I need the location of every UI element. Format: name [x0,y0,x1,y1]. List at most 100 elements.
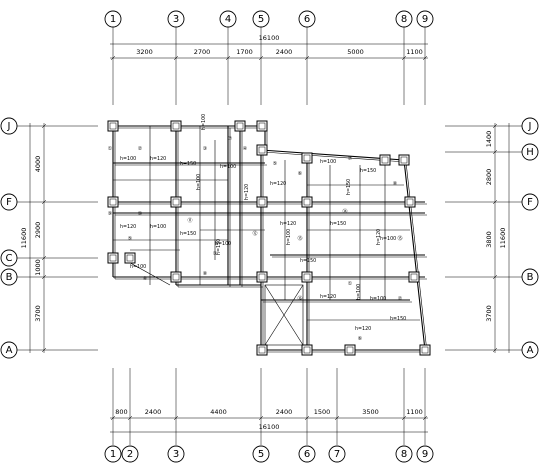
member-tag-15: ⑯ [297,295,302,302]
column-core-0 [109,122,117,130]
bottom-dim-tick [334,415,340,421]
column-12 [404,196,416,208]
column-core-20 [303,346,311,354]
column-core-8 [109,198,117,206]
column-9 [170,196,182,208]
slab-label-8: h=100 [150,224,166,230]
top-axis-bubble-5 [252,10,270,28]
member-tag-22: ⑦ [228,136,233,142]
slab-label-vertical-1: h=120 [244,184,250,200]
column-core-9 [172,198,180,206]
top-dim-tick [401,55,407,61]
left-axis-bubble-J [0,117,18,135]
left-total-dim: 11600 [20,228,28,249]
right-axis-bubble-J [521,117,539,135]
column-core-4 [258,146,266,154]
slab-label-12: h=150 [330,221,346,227]
member-tag-1: ② [138,146,143,152]
column-11 [301,196,313,208]
column-core-13 [109,254,117,262]
bottom-axis-label-6: 6 [304,449,310,460]
bottom-axis-bubble-2 [121,445,139,463]
bottom-dim-6: 1100 [406,408,423,416]
opening-rect [264,284,304,346]
member-tag-3: ④ [243,146,248,152]
slab-label-vertical-3: h=150 [346,179,352,195]
column-0 [107,120,119,132]
slab-label-2: h=150 [180,161,196,167]
bottom-axis-bubble-9 [416,445,434,463]
bottom-dim-2: 4400 [210,408,227,416]
left-axis-label-B: B [6,272,13,283]
slab-label-4: h=120 [270,181,286,187]
slab-label-9: h=150 [180,231,196,237]
bottom-axis-bubble-3 [167,445,185,463]
slab-label-5: h=100 [320,159,336,165]
top-dim-2: 1700 [236,48,253,56]
slab-label-vertical-0: h=100 [196,174,202,190]
member-tag-12: ⑬ [297,235,302,242]
right-dim-tick [492,274,498,280]
left-axis-bubble-B [0,268,18,286]
column-core-14 [126,254,134,262]
slab-label-vertical-4: h=120 [376,229,382,245]
slab-label-13: h=100 [380,236,396,242]
right-axis-label-J: J [528,121,532,132]
bottom-total-dim: 16100 [259,423,280,431]
column-core-1 [172,122,180,130]
column-13 [107,252,119,264]
bottom-axis-label-9: 9 [422,449,428,460]
column-core-21 [421,346,429,354]
left-axis-bubble-A [0,341,18,359]
bottom-dim-4: 1500 [314,408,331,416]
column-core-16 [258,273,266,281]
bottom-dim-1: 2400 [145,408,162,416]
right-dim-1: 2800 [485,169,493,186]
right-axis-label-H: H [526,147,534,158]
left-dim-1: 2900 [34,222,42,239]
column-core-5 [303,154,311,162]
member-tag-9: ⑩ [138,211,143,217]
bottom-dim-tick [258,415,264,421]
member-tag-14: ⑮ [397,235,402,242]
secondary-beam-14 [124,259,171,286]
slab-label-6: h=150 [360,168,376,174]
top-dim-tick [173,55,179,61]
top-dim-1: 2700 [194,48,211,56]
right-axis-label-B: B [527,272,534,283]
column-core-7 [400,156,408,164]
column-4 [256,144,268,156]
column-core-17 [303,273,311,281]
member-tag-5: ⑥ [298,171,303,177]
left-dim-2: 1000 [34,259,42,276]
top-dim-5: 1100 [406,48,423,56]
slab-label-15: h=100 [370,296,386,302]
column-17 [301,271,313,283]
right-axis-label-A: A [527,345,534,356]
bottom-dim-tick [110,415,116,421]
top-total-dim: 16100 [259,34,280,42]
top-axis-label-6: 6 [304,14,310,25]
slab-label-18: h=100 [130,264,146,270]
right-dim-tick [492,199,498,205]
slab-label-19: h=150 [300,258,316,264]
member-tag-16: ① [348,281,353,287]
top-axis-bubble-4 [219,10,237,28]
left-dim-tick [41,347,47,353]
slab-label-10: h=100 [215,241,231,247]
right-dim-tick [492,123,498,129]
top-dim-3: 2400 [276,48,293,56]
slab-label-1: h=120 [150,156,166,162]
left-dim-0: 4000 [34,156,42,173]
member-tag-10: ⑪ [187,217,192,224]
top-axis-label-1: 1 [110,14,116,25]
right-axis-bubble-B [521,268,539,286]
slab-label-11: h=120 [280,221,296,227]
top-axis-label-8: 8 [401,14,407,25]
bottom-axis-bubble-8 [395,445,413,463]
bottom-axis-bubble-1 [104,445,122,463]
top-axis-label-4: 4 [225,14,231,25]
member-tag-18: ③ [213,251,217,257]
bottom-axis-label-3: 3 [173,449,179,460]
right-dim-0: 1400 [485,131,493,148]
